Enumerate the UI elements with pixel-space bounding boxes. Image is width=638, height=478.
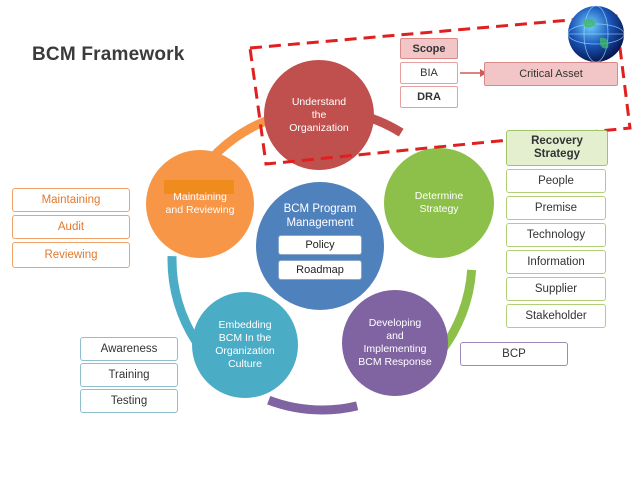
phase-understand-organization: Understand the Organization <box>264 60 374 170</box>
center-item-roadmap: Roadmap <box>278 260 362 280</box>
culture-item-awareness: Awareness <box>80 337 178 361</box>
recovery-item-technology: Technology <box>506 223 606 247</box>
recovery-item-supplier: Supplier <box>506 277 606 301</box>
recovery-item-information: Information <box>506 250 606 274</box>
recovery-strategy-header: Recovery Strategy <box>506 130 608 166</box>
highlight-bar <box>164 180 234 194</box>
phase-developing-implementing: Developing and Implementing BCM Response <box>342 290 448 396</box>
scope-item-bia: BIA <box>400 62 458 84</box>
ring-arc-teal <box>167 105 477 415</box>
recovery-item-people: People <box>506 169 606 193</box>
maintain-item-maintaining: Maintaining <box>12 188 130 212</box>
scope-item-dra: DRA <box>400 86 458 108</box>
recovery-item-premise: Premise <box>506 196 606 220</box>
phase-embedding-culture: Embedding BCM In the Organization Cultur… <box>192 292 298 398</box>
phase-maintaining-reviewing: Maintaining and Reviewing <box>146 150 254 258</box>
recovery-item-stakeholder: Stakeholder <box>506 304 606 328</box>
ring-arc-purple <box>167 105 477 415</box>
culture-item-testing: Testing <box>80 389 178 413</box>
center-item-policy: Policy <box>278 235 362 255</box>
culture-item-training: Training <box>80 363 178 387</box>
page-title: BCM Framework <box>32 44 185 65</box>
critical-asset-box: Critical Asset <box>484 62 618 86</box>
scope-header: Scope <box>400 38 458 59</box>
globe-icon <box>567 5 625 63</box>
maintain-item-audit: Audit <box>12 215 130 239</box>
maintain-item-reviewing: Reviewing <box>12 242 130 268</box>
phase-determine-strategy: Determine Strategy <box>384 148 494 258</box>
response-item-bcp: BCP <box>460 342 568 366</box>
